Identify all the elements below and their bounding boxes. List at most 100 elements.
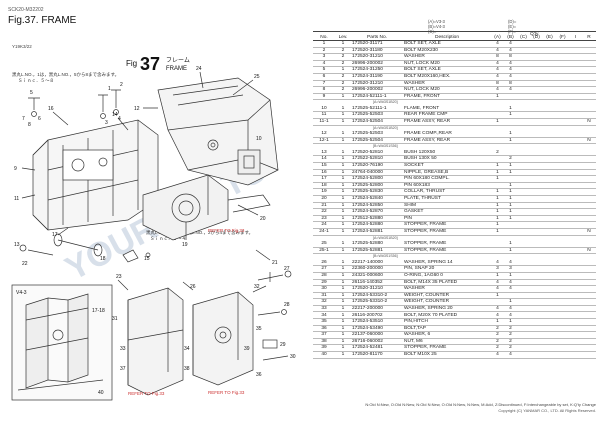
- cell-parts-no: 172520-31210: [351, 53, 403, 61]
- cell-i: [569, 60, 582, 68]
- cell-qty-f: [556, 149, 569, 157]
- col-header-no: No.: [313, 32, 335, 41]
- cell-description: WASHER, SPRING 20: [403, 305, 491, 313]
- cell-r: [582, 285, 596, 293]
- inset-label: V4-3: [16, 290, 27, 296]
- cell-description: SOCKET: [403, 162, 491, 170]
- cell-description: PLATE, THRUST: [403, 195, 491, 203]
- cell-no: 1: [313, 40, 335, 48]
- cell-no: 25: [313, 241, 335, 248]
- cell-lev: 1: [335, 338, 351, 346]
- cell-description: NUT, LOCK M20: [403, 60, 491, 68]
- cell-qty-a: 1: [491, 215, 504, 223]
- cell-qty-c: [517, 149, 530, 157]
- cell-qty-d: [530, 344, 543, 353]
- cell-no: 20: [313, 195, 335, 203]
- cell-qty-f: [556, 169, 569, 177]
- cell-qty-d: [530, 188, 543, 196]
- cell-qty-d: [530, 318, 543, 326]
- footer-legend: N:Old N:New, O:Old N:New, N:Old N:New, O…: [365, 402, 596, 407]
- cell-qty-f: [556, 292, 569, 300]
- cell-qty-a: 2: [491, 338, 504, 346]
- page-subcode: Y19K3/22: [12, 44, 32, 49]
- cell-qty-d: [530, 208, 543, 216]
- cell-r: [582, 279, 596, 287]
- cell-no: 36: [313, 325, 335, 333]
- cell-description: REAR FRAME CMP: [403, 111, 491, 120]
- cell-qty-b: 2: [504, 331, 517, 339]
- cell-description: WASHER: [403, 285, 491, 293]
- cell-qty-b: 1: [504, 241, 517, 248]
- cell-r: [582, 155, 596, 163]
- cell-no: 17: [313, 175, 335, 183]
- cell-i: [569, 66, 582, 74]
- cell-qty-f: [556, 80, 569, 88]
- cell-qty-a: 2: [491, 149, 504, 157]
- svg-text:Fig: Fig: [126, 59, 137, 68]
- cell-lev: 1: [335, 40, 351, 48]
- callout-number: 7: [22, 116, 25, 122]
- cell-qty-d: [530, 285, 543, 293]
- cell-r: [582, 202, 596, 210]
- callout-number: 8: [28, 122, 31, 128]
- cell-qty-e: [543, 325, 556, 333]
- cell-i: [569, 175, 582, 183]
- cell-qty-b: 2: [504, 338, 517, 346]
- cell-qty-a: [491, 298, 504, 306]
- cell-qty-d: [530, 40, 543, 48]
- cell-qty-d: [530, 47, 543, 55]
- cell-qty-a: [491, 111, 504, 120]
- cell-r: [582, 53, 596, 61]
- cell-lev: 1: [335, 325, 351, 333]
- cell-qty-b: 1: [504, 182, 517, 190]
- cell-parts-no: 172520-81170: [351, 351, 403, 359]
- cell-i: [569, 202, 582, 210]
- cell-lev: 1: [335, 279, 351, 287]
- cell-no: 6: [313, 73, 335, 81]
